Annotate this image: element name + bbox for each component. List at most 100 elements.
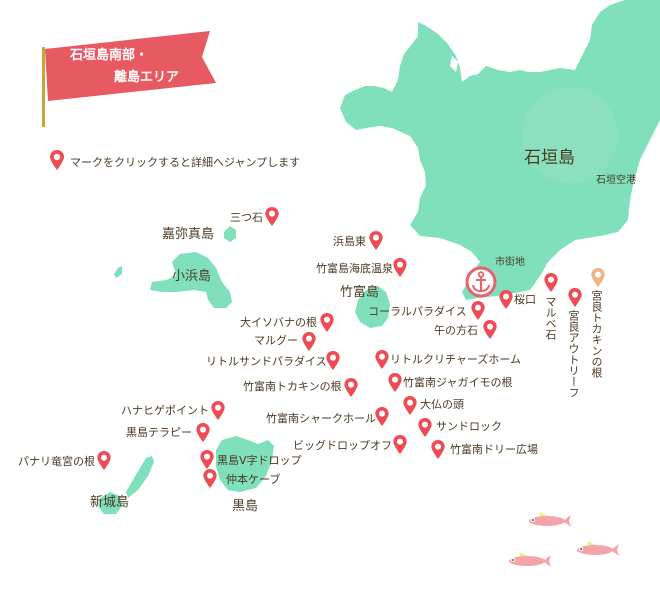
- island-label-aragusuku: 新城島: [90, 495, 130, 510]
- point-pin-coral-paradise[interactable]: [471, 301, 485, 320]
- map-pin-icon: [302, 332, 316, 351]
- point-pin-taketomi-tokakin[interactable]: [344, 378, 358, 397]
- point-label-hamajima-higashi[interactable]: 浜島東: [333, 235, 366, 248]
- point-label-big-dropoff[interactable]: ビッグドロップオフ: [293, 439, 392, 452]
- point-label-taketomi-onsen[interactable]: 竹富島海底温泉: [316, 262, 393, 275]
- point-pin-little-creatures[interactable]: [375, 350, 389, 369]
- point-pin-marube-ishi[interactable]: [544, 273, 558, 292]
- map-pin-icon: [200, 450, 214, 469]
- point-label-panari[interactable]: パナリ竜宮の根: [18, 455, 95, 468]
- point-pin-miyara-tokakin[interactable]: [591, 268, 605, 287]
- map-pin-icon: [196, 423, 210, 442]
- point-pin-dory-hiroba[interactable]: [431, 440, 445, 459]
- point-pin-daibutsu[interactable]: [403, 396, 417, 415]
- point-label-kuroshima-therapy[interactable]: 黒島テラピー: [126, 426, 192, 439]
- point-label-mitsuishi[interactable]: 三つ石: [230, 211, 263, 224]
- point-label-dory-hiroba[interactable]: 竹富南ドリー広場: [450, 443, 538, 456]
- fish-icon: [577, 541, 619, 556]
- map-pin-icon: [375, 407, 389, 426]
- port-anchor-marker[interactable]: [465, 266, 497, 298]
- place-label-airport: 石垣空港: [596, 175, 636, 186]
- banner-flag-shape: [42, 31, 216, 127]
- point-label-coral-paradise[interactable]: コーラルパラダイス: [368, 305, 467, 318]
- island-label-kohama: 小浜島: [172, 269, 212, 284]
- island-kayama-shape: [224, 226, 236, 242]
- point-label-nakamoto[interactable]: 仲本ケーブ: [226, 473, 281, 486]
- point-pin-nakamoto[interactable]: [203, 469, 217, 488]
- point-label-shark-hole[interactable]: 竹富南シャークホール: [266, 412, 376, 425]
- island-aragusuku-upper-shape: [126, 456, 154, 498]
- island-label-taketomi: 竹富島: [340, 285, 380, 300]
- point-pin-uma-no-houseki[interactable]: [483, 320, 497, 339]
- point-label-marugu[interactable]: マルグー: [254, 334, 298, 347]
- map-pin-icon: [499, 290, 513, 309]
- point-pin-panari[interactable]: [97, 451, 111, 470]
- map-pin-alt-icon: [591, 268, 605, 287]
- island-label-ishigaki: 石垣島: [524, 148, 575, 168]
- map-pin-icon: [393, 258, 407, 277]
- map-pin-icon: [320, 313, 334, 332]
- anchor-icon: [465, 266, 497, 298]
- point-label-taketomi-jagaimo[interactable]: 竹富南ジャガイモの根: [403, 376, 513, 389]
- map-pin-icon: [203, 469, 217, 488]
- map-pin-icon: [369, 231, 383, 250]
- island-aragusuku-lower-shape: [98, 492, 122, 514]
- point-pin-sakuraguchi[interactable]: [499, 290, 513, 309]
- point-pin-hanahige[interactable]: [211, 401, 225, 420]
- map-pin-icon: [375, 350, 389, 369]
- point-pin-little-sand[interactable]: [326, 351, 340, 370]
- map-pin-icon: [326, 351, 340, 370]
- point-label-oisobana[interactable]: 大イソバナの根: [240, 316, 317, 329]
- point-label-taketomi-tokakin[interactable]: 竹富南トカキンの根: [243, 380, 342, 393]
- point-pin-miyara-outreef[interactable]: [568, 288, 582, 307]
- point-label-miyara-tokakin[interactable]: 宮良トカキンの根: [590, 290, 603, 378]
- map-pin-icon: [97, 451, 111, 470]
- map-pin-icon: [403, 396, 417, 415]
- point-pin-kuroshima-therapy[interactable]: [196, 423, 210, 442]
- area-title-banner: 石垣島南部・ 離島エリア: [42, 27, 222, 141]
- point-pin-oisobana[interactable]: [320, 313, 334, 332]
- map-pin-icon: [344, 378, 358, 397]
- banner-line1: 石垣島南部・: [70, 48, 149, 63]
- map-pin-icon: [431, 440, 445, 459]
- point-pin-taketomi-jagaimo[interactable]: [388, 373, 402, 392]
- point-label-little-sand[interactable]: リトルサンドパラダイス: [206, 355, 327, 368]
- legend-text: マークをクリックすると詳細へジャンプします: [70, 156, 301, 169]
- point-label-sakuraguchi[interactable]: 桜口: [514, 293, 536, 306]
- point-label-kuroshima-v[interactable]: 黒島V字ドロップ: [217, 454, 302, 467]
- point-pin-hamajima-higashi[interactable]: [369, 231, 383, 250]
- point-pin-big-dropoff[interactable]: [393, 435, 407, 454]
- point-pin-taketomi-onsen[interactable]: [393, 258, 407, 277]
- point-label-daibutsu[interactable]: 大仏の頭: [420, 398, 464, 411]
- point-pin-shark-hole[interactable]: [375, 407, 389, 426]
- island-kohama-shape: [150, 252, 232, 308]
- map-pin-icon: [471, 301, 485, 320]
- map-pin-icon: [483, 320, 497, 339]
- point-pin-kuroshima-v[interactable]: [200, 450, 214, 469]
- inlet: [450, 56, 458, 72]
- banner-line2: 離島エリア: [114, 70, 180, 85]
- point-label-hanahige[interactable]: ハナヒゲポイント: [121, 404, 209, 417]
- island-label-kuroshima: 黒島: [232, 499, 259, 514]
- point-label-little-creatures[interactable]: リトルクリチャーズホーム: [390, 353, 522, 366]
- point-label-marube-ishi[interactable]: マルベ石: [544, 296, 557, 340]
- island-kuroshima-shape: [216, 436, 274, 492]
- island-ishigaki-shape: [340, 0, 660, 300]
- point-pin-sand-rock[interactable]: [418, 418, 432, 437]
- map-pin-icon: [393, 435, 407, 454]
- fish-icon: [509, 552, 551, 567]
- map-pin-icon: [418, 418, 432, 437]
- map-pin-icon: [265, 207, 279, 226]
- point-pin-marugu[interactable]: [302, 332, 316, 351]
- fish-icon: [529, 512, 571, 527]
- point-label-sand-rock[interactable]: サンドロック: [436, 420, 502, 433]
- map-pin-icon: [50, 150, 64, 170]
- place-label-downtown: 市街地: [495, 257, 525, 268]
- map-pin-icon: [211, 401, 225, 420]
- map-pin-icon: [568, 288, 582, 307]
- point-pin-mitsuishi[interactable]: [265, 207, 279, 226]
- island-label-kayama: 嘉弥真島: [162, 227, 215, 242]
- point-label-miyara-outreef[interactable]: 宮良アウトリーフ: [567, 310, 580, 398]
- point-label-uma-no-houseki[interactable]: 午の方石: [434, 324, 478, 337]
